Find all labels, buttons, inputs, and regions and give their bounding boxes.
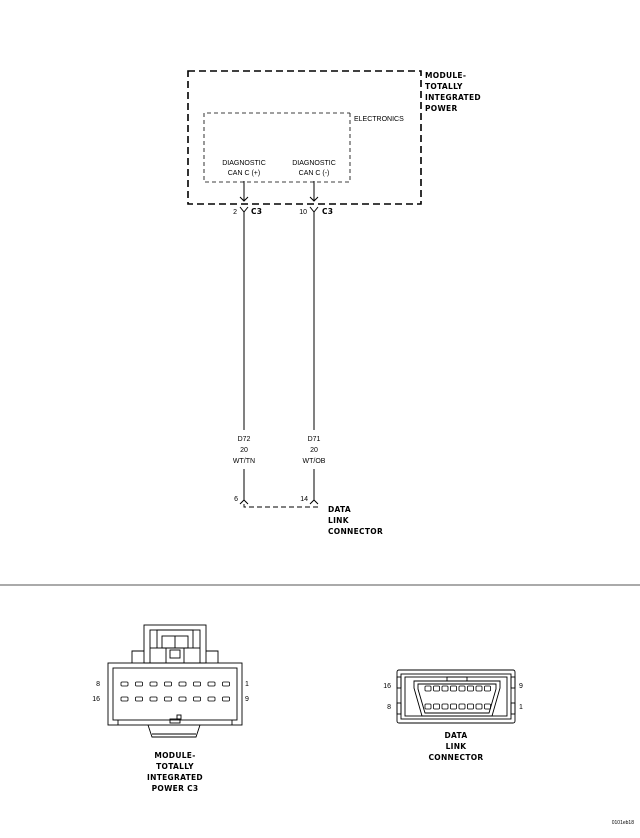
can-plus-module-connector: C3 [251, 207, 262, 216]
pin-cavity [207, 696, 216, 702]
can-minus-wire-code: D71 [308, 436, 321, 443]
pin-cavity [222, 696, 230, 702]
pin-cavity [433, 685, 440, 692]
tipm-c3-pin-cavities [120, 681, 230, 702]
module-name-line-4: POWER [425, 104, 458, 113]
dlc-pin-bottom-left: 8 [387, 704, 391, 711]
can-minus-wire-color: WT/OB [303, 458, 326, 465]
pin-cavity [441, 685, 449, 692]
can-minus-module-terminal [309, 181, 319, 213]
dlc-caption-line-1: DATA [445, 731, 468, 740]
dlc-name-line-3: CONNECTOR [328, 527, 383, 536]
can-minus-dlc-terminal [309, 499, 319, 505]
tipm-caption-line-4: POWER C3 [152, 784, 199, 793]
pin-cavity [149, 681, 158, 687]
pin-cavity [178, 681, 187, 687]
pin-cavity [193, 696, 201, 702]
electronics-label: ELECTRONICS [354, 116, 404, 123]
dlc-pin-bottom-right: 1 [519, 704, 523, 711]
pin-cavity [475, 703, 483, 710]
can-minus-wire-gauge: 20 [310, 447, 318, 454]
pin-cavity [164, 696, 172, 702]
can-plus-wire-gauge: 20 [240, 447, 248, 454]
can-minus-module-connector: C3 [322, 207, 333, 216]
pin-cavity [484, 685, 491, 692]
pin-cavity [467, 703, 474, 710]
pin-cavity [458, 703, 466, 710]
can-minus-module-pin: 10 [299, 209, 307, 216]
pin-cavity [207, 681, 216, 687]
can-minus-signal-line-1: DIAGNOSTIC [292, 160, 336, 167]
pin-cavity [450, 685, 457, 692]
can-minus-dlc-pin: 14 [300, 496, 308, 503]
tipm-pin-top-right: 1 [245, 681, 249, 688]
dlc-name-line-1: DATA [328, 505, 351, 514]
can-plus-signal-line-2: CAN C (+) [228, 170, 260, 177]
dlc-caption-line-3: CONNECTOR [428, 753, 483, 762]
figure-id: 0101eb18 [612, 820, 634, 826]
pin-cavity [441, 703, 449, 710]
tipm-caption-line-1: MODULE- [154, 751, 195, 760]
module-name-line-3: INTEGRATED [425, 93, 481, 102]
can-plus-dlc-pin: 6 [234, 496, 238, 503]
can-plus-wire-code: D72 [238, 436, 251, 443]
pin-cavity [135, 696, 143, 702]
pin-cavity [424, 685, 432, 692]
module-outline [187, 70, 422, 205]
pin-cavity [222, 681, 230, 687]
pin-cavity [484, 703, 491, 710]
pin-cavity [193, 681, 201, 687]
pin-cavity [467, 685, 474, 692]
module-name-line-2: TOTALLY [425, 82, 463, 91]
dlc-outline [243, 504, 319, 508]
can-plus-wire-color: WT/TN [233, 458, 255, 465]
pin-cavity [424, 703, 432, 710]
can-plus-signal-line-1: DIAGNOSTIC [222, 160, 266, 167]
dlc-connector-view [396, 669, 516, 724]
pin-cavity [120, 681, 129, 687]
can-plus-module-terminal [239, 181, 249, 213]
can-minus-signal-line-2: CAN C (-) [299, 170, 330, 177]
dlc-pin-top-right: 9 [519, 683, 523, 690]
electronics-outline [203, 112, 351, 183]
tipm-pin-bottom-left: 16 [92, 696, 100, 703]
tipm-caption-line-3: INTEGRATED [147, 773, 203, 782]
dlc-pin-cavities [424, 685, 491, 710]
pin-cavity [164, 681, 172, 687]
tipm-pin-top-left: 8 [96, 681, 100, 688]
pin-cavity [178, 696, 187, 702]
pin-cavity [149, 696, 158, 702]
pin-cavity [475, 685, 483, 692]
pin-cavity [458, 685, 466, 692]
tipm-c3-connector-view [107, 624, 243, 738]
pin-cavity [120, 696, 129, 702]
pin-cavity [433, 703, 440, 710]
tipm-caption-line-2: TOTALLY [156, 762, 194, 771]
can-plus-module-pin: 2 [233, 209, 237, 216]
dlc-name-line-2: LINK [328, 516, 350, 525]
pin-cavity [135, 681, 143, 687]
tipm-pin-bottom-right: 9 [245, 696, 249, 703]
module-name-line-1: MODULE- [425, 71, 466, 80]
dlc-caption-line-2: LINK [446, 742, 468, 751]
can-plus-dlc-terminal [239, 499, 249, 505]
dlc-pin-top-left: 16 [383, 683, 391, 690]
pin-cavity [450, 703, 457, 710]
